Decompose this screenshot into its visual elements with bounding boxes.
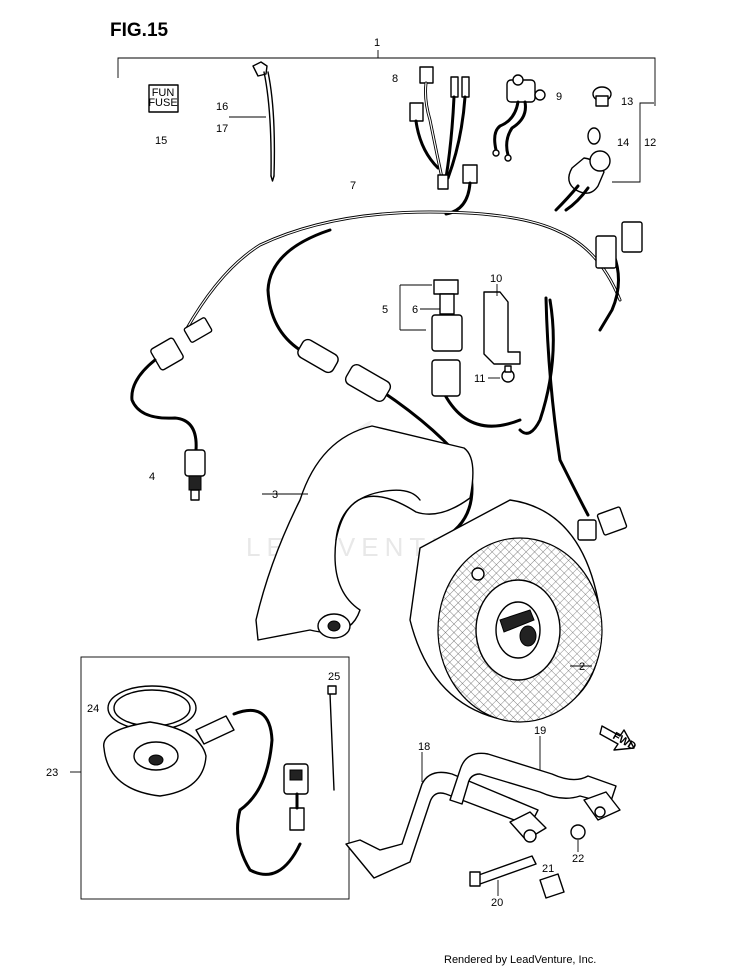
callout-12: 12 [644, 137, 656, 149]
callout-6: 6 [412, 304, 418, 316]
callout-10: 10 [490, 273, 502, 285]
callout-16: 16 [216, 101, 228, 113]
temperature-sensor-part [130, 358, 206, 501]
fuse-label-line2: FUSE [148, 97, 177, 109]
callout-22: 22 [572, 853, 584, 865]
switch-part [492, 74, 546, 162]
fuse-label-line1: FUN [152, 87, 175, 99]
callout-18: 18 [418, 741, 430, 753]
callout-21: 21 [542, 863, 554, 875]
callout-25: 25 [328, 671, 340, 683]
callout-23: 23 [46, 767, 58, 779]
callout-7: 7 [350, 180, 356, 192]
callout-19: 19 [534, 725, 546, 737]
callout-13: 13 [621, 96, 633, 108]
callout-5: 5 [382, 304, 388, 316]
callout-20: 20 [491, 897, 503, 909]
callout-2: 2 [579, 661, 585, 673]
fuse-holder-part [409, 66, 478, 216]
callout-24: 24 [87, 703, 99, 715]
callout-9: 9 [556, 91, 562, 103]
bracket-part [483, 284, 521, 383]
callout-11: 11 [474, 373, 485, 385]
relay-part [399, 279, 463, 397]
callout-4: 4 [149, 471, 155, 483]
forward-direction-arrow: FWD [599, 725, 638, 753]
callout-17: 17 [216, 123, 228, 135]
cable-tie-part [229, 61, 276, 182]
cooling-fan-part [409, 499, 603, 723]
callout-8: 8 [392, 73, 398, 85]
callout-numbers: 1 2 3 4 5 6 7 8 9 10 11 12 13 14 15 16 1… [46, 37, 656, 909]
callout-15: 15 [155, 135, 167, 147]
callout-14: 14 [617, 137, 629, 149]
fun-fuse-label-part: FUN FUSE [148, 84, 179, 113]
fan-shroud-part [255, 425, 474, 641]
figure-title: FIG.15 [110, 20, 169, 41]
kit-bracket [117, 50, 656, 106]
sensor-kit-box [70, 656, 350, 900]
callout-3: 3 [272, 489, 278, 501]
mounting-bracket-part [345, 736, 621, 899]
footer-credit: Rendered by LeadVenture, Inc. [444, 954, 596, 966]
callout-1: 1 [374, 37, 380, 49]
bulb-socket-part [554, 86, 654, 212]
